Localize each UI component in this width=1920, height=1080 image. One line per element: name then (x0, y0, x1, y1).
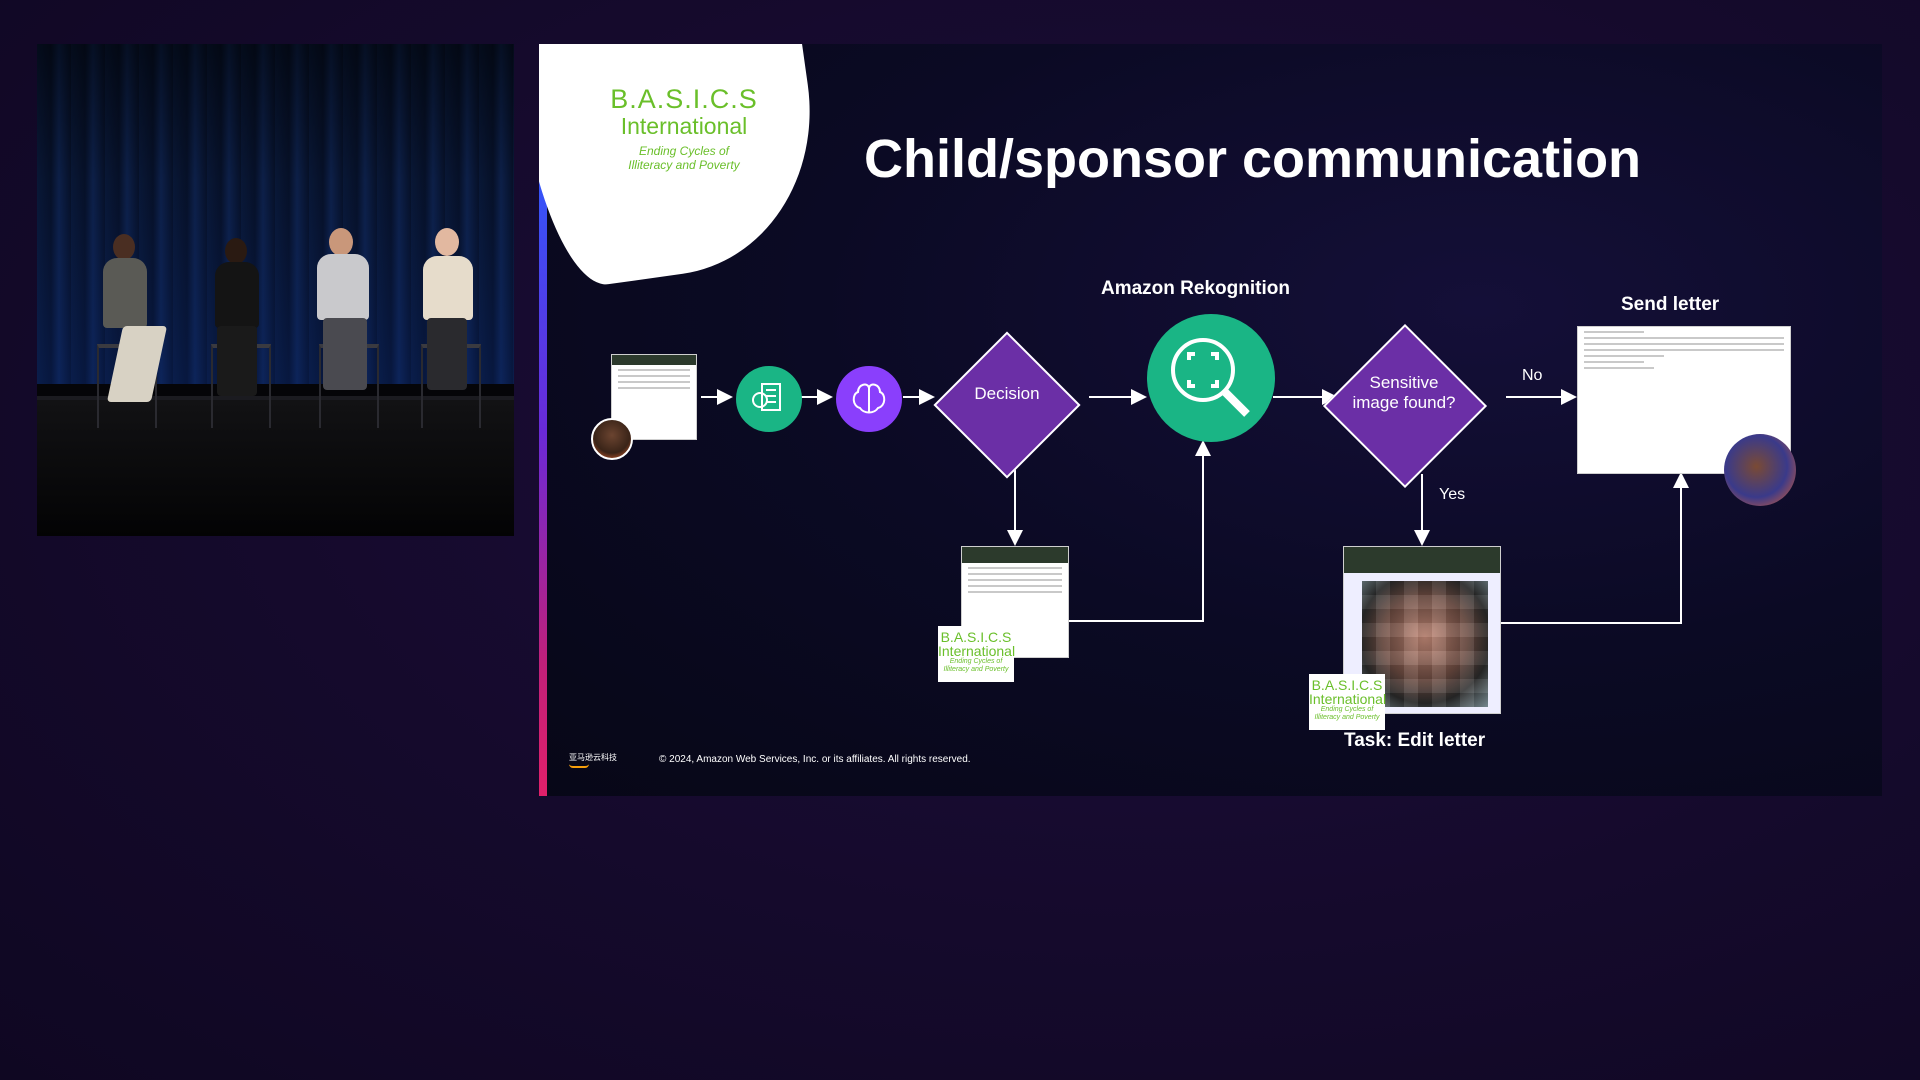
logo-tagline: Ending Cycles of Illiteracy and Poverty (628, 144, 740, 172)
rekognition-icon (1147, 314, 1275, 442)
slide-title: Child/sponsor communication (864, 129, 1642, 189)
rekognition-label: Amazon Rekognition (1101, 278, 1290, 299)
copyright-notice: © 2024, Amazon Web Services, Inc. or its… (659, 754, 971, 765)
logo-line-1: B.A.S.I.C.S (610, 84, 758, 114)
basics-mini-logo-2: B.A.S.I.C.S International Ending Cycles … (1309, 674, 1386, 730)
speaker-2 (197, 234, 297, 434)
send-letter-label: Send letter (1621, 294, 1720, 315)
edit-letter-label: Task: Edit letter (1344, 730, 1486, 751)
aws-mini-logo: 亚马逊云科技 (569, 752, 617, 768)
accent-bar (539, 134, 547, 796)
panel-video (37, 44, 514, 536)
stage-floor (37, 400, 514, 536)
speaker-3 (299, 224, 409, 434)
flow-connectors (701, 389, 1689, 624)
logo-line-2: International (620, 113, 748, 139)
presentation-slide: B.A.S.I.C.S International Ending Cycles … (539, 44, 1882, 796)
speaker-1 (77, 234, 177, 434)
edit-letter-thumbnail (1343, 546, 1501, 714)
decision-label: Decision (974, 384, 1040, 403)
comprehend-brain-icon (836, 366, 902, 432)
sensitive-image-label: Sensitive image found? (1352, 373, 1456, 412)
child-photo-avatar (1724, 434, 1796, 506)
flagged-letter-thumbnail (961, 546, 1069, 658)
speaker-4 (409, 224, 509, 434)
basics-logo: B.A.S.I.C.S International Ending Cycles … (584, 84, 784, 172)
textract-icon (736, 366, 802, 432)
no-label: No (1522, 367, 1543, 384)
yes-label: Yes (1439, 486, 1466, 503)
basics-mini-logo-1: B.A.S.I.C.S International Ending Cycles … (938, 626, 1015, 682)
stage-edge (37, 396, 514, 402)
sponsor-avatar (591, 418, 633, 460)
